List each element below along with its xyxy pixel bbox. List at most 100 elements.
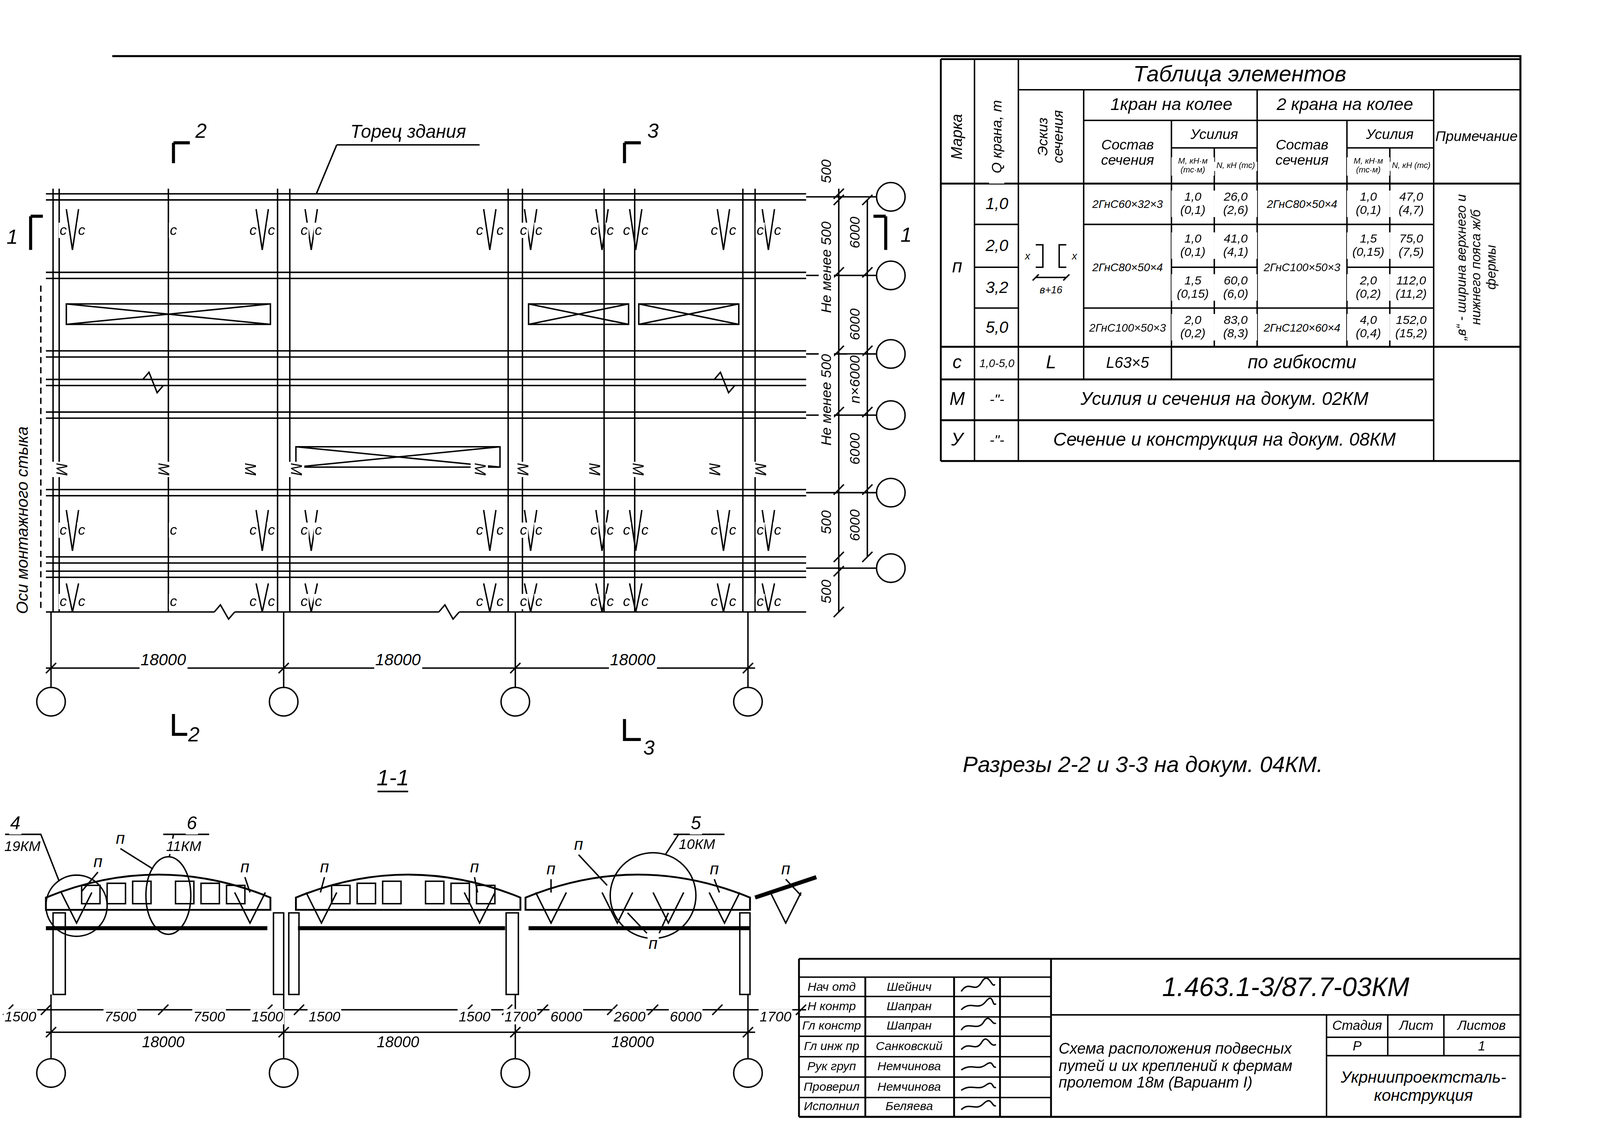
- label: 2ГнС120×60×4: [1262, 321, 1342, 334]
- label: Нач отд: [806, 980, 857, 995]
- label: Не менее 500: [818, 220, 835, 314]
- label: 1: [5, 225, 19, 248]
- label: с: [58, 222, 69, 239]
- label: п: [708, 860, 720, 879]
- label: 2ГнС100×50×3: [1262, 261, 1342, 274]
- label: n×6000: [847, 354, 863, 405]
- label: 500: [818, 578, 835, 605]
- label: с: [709, 594, 719, 610]
- label: с: [299, 594, 309, 610]
- label: с: [621, 522, 632, 539]
- label: с: [248, 594, 258, 610]
- label: М: [154, 461, 172, 477]
- label: с: [640, 522, 650, 539]
- label: п: [780, 860, 792, 879]
- label: х: [1070, 250, 1079, 262]
- label: с: [728, 594, 738, 610]
- label: с: [76, 222, 87, 239]
- label: Примечание: [1434, 128, 1519, 145]
- label: 2ГнС80×50×4: [1091, 261, 1164, 274]
- label: 6000: [847, 215, 863, 250]
- label: с: [605, 522, 616, 539]
- label: Состав сечения: [1260, 137, 1345, 169]
- label: 4,0 (0,4): [1346, 313, 1390, 341]
- label: М: [513, 461, 531, 477]
- label: Состав сечения: [1085, 137, 1170, 169]
- label: 2ГнС80×50×4: [1265, 197, 1339, 211]
- label: с: [518, 222, 528, 239]
- label: Усилия и сечения на докум. 02КМ: [1079, 389, 1370, 410]
- label: с: [58, 594, 69, 610]
- label: с: [475, 594, 485, 610]
- label: 152,0 (15,2): [1389, 313, 1433, 341]
- label: 1: [899, 223, 913, 246]
- label: 3: [646, 119, 660, 142]
- label: Не менее 500: [818, 353, 835, 447]
- label: 60,0 (6,0): [1214, 274, 1258, 302]
- label: 18000: [374, 650, 422, 670]
- label: с: [755, 522, 765, 539]
- label: 1,5 (0,15): [1171, 274, 1215, 302]
- label: п: [647, 934, 659, 953]
- label: с: [709, 522, 719, 539]
- label: 1700: [758, 1009, 793, 1025]
- label: 2,0 (0,2): [1171, 313, 1215, 341]
- label: L: [1045, 353, 1058, 374]
- label: с: [534, 522, 544, 539]
- label: 1,0 (0,1): [1171, 190, 1215, 218]
- label: 2ГнС100×50×3: [1088, 321, 1167, 334]
- label: М: [585, 461, 603, 477]
- label: Шапран: [885, 1000, 933, 1014]
- label: Таблица элементов: [1132, 62, 1348, 87]
- label: Беляева: [884, 1100, 934, 1114]
- label: в+16: [1038, 284, 1064, 296]
- label: Схема расположения подвесных путей и их …: [1057, 1041, 1320, 1092]
- label: L63×5: [1105, 354, 1151, 372]
- label: 6000: [847, 508, 863, 543]
- label: Проверил: [802, 1080, 861, 1095]
- label: 3: [642, 736, 656, 760]
- label: п: [469, 858, 480, 877]
- label: M, кН·м (тс·м): [1346, 157, 1390, 176]
- label: 1,5 (0,15): [1346, 232, 1390, 260]
- label: с: [772, 522, 783, 539]
- label: с: [728, 222, 738, 239]
- label: Укрниипроектсталь- конструкция: [1330, 1068, 1517, 1105]
- label: 112,0 (11,2): [1389, 274, 1433, 302]
- label: М: [287, 461, 305, 477]
- label: 1500: [307, 1009, 342, 1025]
- label: с: [605, 594, 616, 610]
- label: с: [755, 594, 765, 610]
- label: М: [751, 461, 769, 477]
- label: с: [313, 522, 324, 539]
- label: 1.463.1-3/87.7-03КМ: [1161, 972, 1411, 1002]
- label: х: [1024, 250, 1032, 262]
- label: с: [495, 222, 505, 239]
- label: Стадия: [1331, 1018, 1383, 1034]
- label: 2 крана на колее: [1275, 95, 1415, 115]
- label: Лист: [1398, 1018, 1435, 1034]
- label: 18000: [610, 1034, 655, 1052]
- label: с: [475, 522, 485, 539]
- label: Усилия: [1189, 126, 1239, 143]
- label: 1500: [3, 1009, 38, 1025]
- label: 18000: [141, 1034, 186, 1052]
- label: „в“ - ширина верхнего и нижнего пояса ж/…: [1454, 189, 1499, 345]
- label: 1500: [250, 1009, 285, 1025]
- label: Немчинова: [876, 1060, 943, 1074]
- label: N, кН (тс): [1214, 161, 1258, 171]
- label: п: [573, 835, 584, 855]
- label: 26,0 (2,6): [1214, 190, 1258, 218]
- label: с: [266, 594, 277, 610]
- label: п: [114, 829, 126, 848]
- label: 2ГнС60×32×3: [1091, 197, 1164, 211]
- label: 1,0: [984, 195, 1010, 214]
- label: У: [950, 430, 965, 451]
- label: Q крана, т: [989, 89, 1005, 184]
- label: 1500: [457, 1009, 492, 1025]
- label: п: [951, 257, 964, 278]
- label: 2,0 (0,2): [1346, 274, 1390, 302]
- label: с: [772, 222, 783, 239]
- label: М: [241, 461, 259, 477]
- label: 6000: [549, 1009, 584, 1025]
